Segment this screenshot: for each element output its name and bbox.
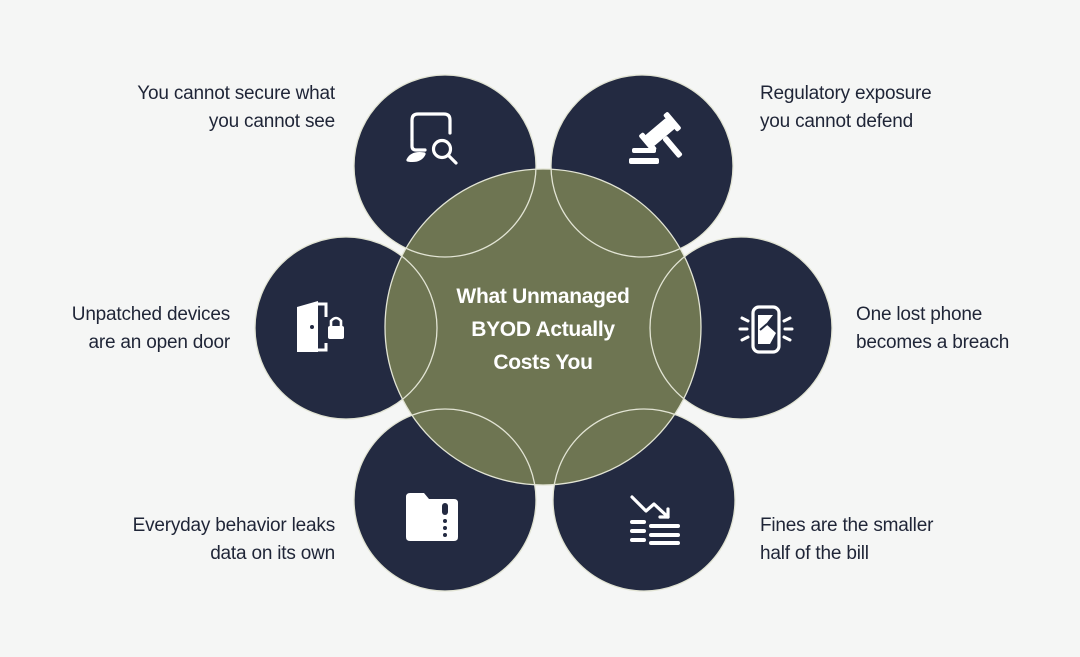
label-line: becomes a breach [856,332,1010,353]
label-line: are an open door [88,332,230,353]
petal-outline-fines [552,408,736,592]
label-visibility: You cannot secure what you cannot see [137,80,335,136]
petal-outline-leaks [353,408,537,592]
center-title: What Unmanaged BYOD Actually Costs You [423,280,663,379]
label-line: Everyday behavior leaks [132,515,336,536]
label-unpatched: Unpatched devices are an open door [72,301,230,357]
label-line: data on its own [210,543,335,564]
petal-outline-regulatory [550,74,734,258]
center-title-line: What Unmanaged [456,285,630,308]
center-title-line: Costs You [493,351,593,374]
zipped-folder-icon [406,493,458,541]
label-regulatory: Regulatory exposure you cannot defend [760,80,932,136]
petal-outline-unpatched [254,236,438,420]
label-line: You cannot secure what [137,83,335,104]
center-circle [384,168,702,486]
label-line: half of the bill [760,543,869,564]
monitor-search-icon [406,112,458,165]
label-line: One lost phone [856,304,983,325]
label-line: you cannot see [208,111,335,132]
gavel-icon [629,112,683,164]
center-title-line: BYOD Actually [471,318,615,341]
label-line: you cannot defend [760,111,913,132]
label-line: Regulatory exposure [760,83,932,104]
label-line: Unpatched devices [71,304,230,325]
petal-outline-visibility [353,74,537,258]
label-line: Fines are the smaller [760,515,934,536]
label-leaks: Everyday behavior leaks data on its own [132,512,336,568]
broken-phone-icon [738,305,794,354]
petal-outline-lost-phone [649,236,833,420]
label-lost-phone: One lost phone becomes a breach [856,301,1009,357]
open-door-lock-icon [297,301,344,352]
label-fines: Fines are the smaller half of the bill [760,512,933,568]
trend-down-money-icon [630,495,680,545]
